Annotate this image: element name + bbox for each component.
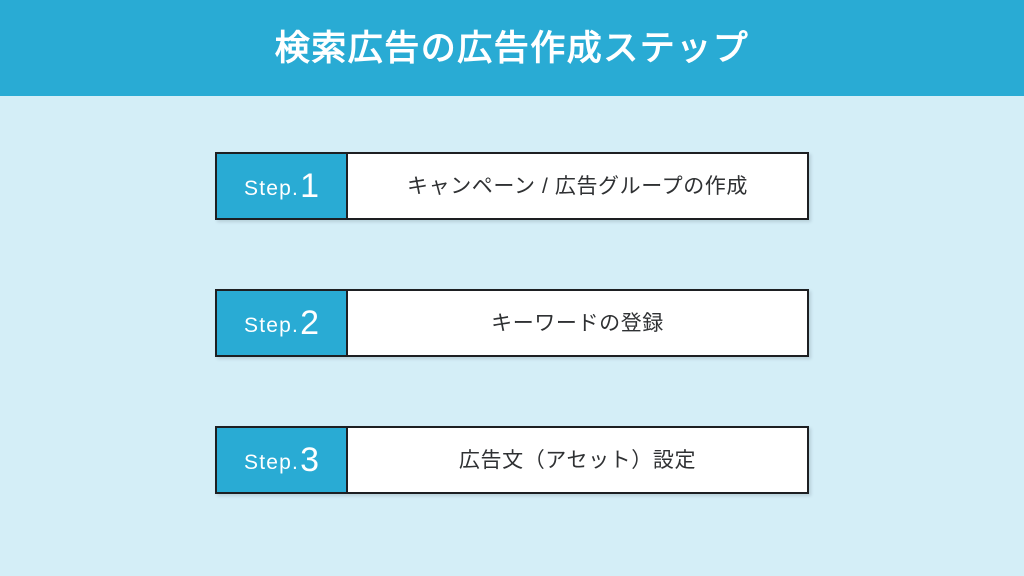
step-number-label: 1 [300, 167, 319, 205]
step-word-label: Step. [244, 313, 300, 337]
step-row: Step.2 キーワードの登録 [215, 289, 809, 357]
step-row: Step.3 広告文（アセット）設定 [215, 426, 809, 494]
header-bar: 検索広告の広告作成ステップ [0, 0, 1024, 96]
step-badge-1: Step.1 [217, 154, 348, 218]
step-description-3: 広告文（アセット）設定 [348, 428, 807, 492]
step-list: Step.1 キャンペーン / 広告グループの作成 Step.2 キーワードの登… [215, 152, 809, 494]
step-number-label: 2 [300, 304, 319, 342]
step-description-1: キャンペーン / 広告グループの作成 [348, 154, 807, 218]
step-badge-2: Step.2 [217, 291, 348, 355]
step-description-2: キーワードの登録 [348, 291, 807, 355]
step-number-label: 3 [300, 441, 319, 479]
step-word-label: Step. [244, 176, 300, 200]
step-description-text: キャンペーン / 広告グループの作成 [407, 174, 748, 198]
step-row: Step.1 キャンペーン / 広告グループの作成 [215, 152, 809, 220]
step-badge-3: Step.3 [217, 428, 348, 492]
step-description-text: 広告文（アセット）設定 [458, 448, 697, 472]
page-title: 検索広告の広告作成ステップ [274, 28, 750, 68]
step-description-text: キーワードの登録 [491, 311, 664, 335]
step-word-label: Step. [244, 450, 300, 474]
